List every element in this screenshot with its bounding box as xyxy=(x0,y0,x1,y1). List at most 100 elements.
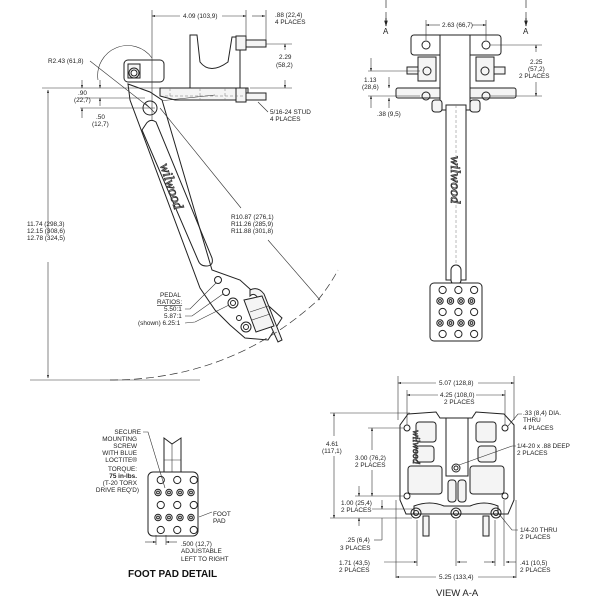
svg-text:1.71 (43,5): 1.71 (43,5) xyxy=(339,560,370,567)
foot-pad-hole xyxy=(187,488,195,497)
foot-pad-hole xyxy=(438,285,447,295)
svg-text:2 PLACES: 2 PLACES xyxy=(355,462,386,469)
svg-text:.90: .90 xyxy=(78,90,87,97)
svg-text:3.00 (76,2): 3.00 (76,2) xyxy=(355,455,386,462)
center-slot xyxy=(445,417,469,477)
base-pocket xyxy=(415,445,435,463)
svg-text:WITH BLUE: WITH BLUE xyxy=(102,450,137,457)
foot-pad-detail-holes xyxy=(154,475,198,535)
foot-pad-hole xyxy=(173,500,182,510)
screw-note: SECURE MOUNTING SCREW WITH BLUE LOCTITE®… xyxy=(96,429,166,494)
svg-text:5.25 (133,4): 5.25 (133,4) xyxy=(439,574,473,581)
foot-pad-hole xyxy=(454,307,463,317)
foot-pad-hole xyxy=(156,500,165,510)
svg-text:2 PLACES: 2 PLACES xyxy=(444,399,475,406)
svg-text:3 PLACES: 3 PLACES xyxy=(340,545,371,552)
svg-text:R2.43 (61,8): R2.43 (61,8) xyxy=(48,58,84,65)
side-view-dimensions: 4.09 (103,9) .88 (22,4) 4 PLACES 2.29 (5… xyxy=(27,10,321,379)
foot-pad-hole xyxy=(154,513,162,522)
svg-text:2 PLACES: 2 PLACES xyxy=(519,73,550,80)
svg-text:(117,1): (117,1) xyxy=(322,448,342,455)
foot-pad-hole xyxy=(446,319,455,327)
svg-text:5/16-24 STUD: 5/16-24 STUD xyxy=(270,109,311,116)
ratio-hole-3 xyxy=(227,297,239,309)
foot-pad-hole xyxy=(176,488,184,497)
foot-pad-hole xyxy=(189,475,198,485)
svg-text:12.15 (308,6): 12.15 (308,6) xyxy=(27,228,65,235)
svg-text:.38 (9,5): .38 (9,5) xyxy=(377,111,401,118)
svg-text:DRIVE REQ'D): DRIVE REQ'D) xyxy=(96,487,139,494)
svg-text:1.00 (25,4): 1.00 (25,4) xyxy=(341,500,372,507)
foot-pad-detail: SECURE MOUNTING SCREW WITH BLUE LOCTITE®… xyxy=(96,429,231,580)
ratio-hole-2 xyxy=(222,288,230,296)
svg-text:RATIOS:: RATIOS: xyxy=(157,299,182,306)
foot-pad-hole xyxy=(438,307,447,317)
foot-pad-hole xyxy=(176,513,184,522)
svg-text:R11.88 (301,8): R11.88 (301,8) xyxy=(231,228,273,235)
svg-text:4 PLACES: 4 PLACES xyxy=(523,425,554,432)
svg-text:4 PLACES: 4 PLACES xyxy=(275,19,306,26)
svg-text:R11.26 (285,9): R11.26 (285,9) xyxy=(231,221,273,228)
foot-pad-hole xyxy=(189,525,198,535)
base-pockets xyxy=(407,421,505,503)
svg-text:11.74 (298,3): 11.74 (298,3) xyxy=(27,221,65,228)
front-logo: wilwood xyxy=(447,156,462,204)
svg-text:5.87:1: 5.87:1 xyxy=(164,313,182,320)
svg-text:(shown) 6.25:1: (shown) 6.25:1 xyxy=(138,320,181,327)
svg-text:LEFT TO RIGHT: LEFT TO RIGHT xyxy=(181,556,229,563)
svg-text:.50: .50 xyxy=(96,114,105,121)
foot-pad-hole xyxy=(467,319,476,327)
foot-pad-hole xyxy=(454,285,463,295)
pedal-arm: wilwood xyxy=(127,83,283,343)
foot-pad-hole xyxy=(470,285,479,295)
base-pocket xyxy=(469,465,505,495)
mount-hole-br xyxy=(501,492,509,500)
foot-pad-hole xyxy=(470,329,479,339)
svg-text:SECURE: SECURE xyxy=(114,429,141,436)
view-aa: wilwood 5.07 (128,8) 4.25 (108,0) 2 PLAC… xyxy=(322,376,570,599)
svg-text:MOUNTING: MOUNTING xyxy=(102,436,137,443)
foot-pad-hole xyxy=(446,297,455,305)
foot-pad-hole xyxy=(436,297,444,305)
svg-text:TORQUE:: TORQUE: xyxy=(108,466,137,473)
svg-text:2.25: 2.25 xyxy=(530,59,543,66)
foot-pad-hole xyxy=(165,513,173,522)
base-pocket xyxy=(457,479,467,503)
base-pocket xyxy=(475,421,497,443)
svg-text:4.25 (108,0): 4.25 (108,0) xyxy=(440,392,474,399)
svg-text:2 PLACES: 2 PLACES xyxy=(520,567,551,574)
svg-text:2 PLACES: 2 PLACES xyxy=(520,534,551,541)
foot-pad-hole xyxy=(156,475,165,485)
svg-text:75 in-lbs.: 75 in-lbs. xyxy=(109,473,137,480)
pedal-travel-arc xyxy=(109,269,339,381)
side-view: wilwood 4.09 (103,9) xyxy=(27,10,339,381)
svg-text:1/4-20 THRU: 1/4-20 THRU xyxy=(520,527,558,534)
foot-pad-hole xyxy=(189,500,198,510)
svg-text:4 PLACES: 4 PLACES xyxy=(270,116,301,123)
foot-pad-detail-title: FOOT PAD DETAIL xyxy=(128,569,217,580)
foot-pad-hole xyxy=(436,319,444,327)
svg-text:4.61: 4.61 xyxy=(326,441,339,448)
svg-text:2.63 (66,7): 2.63 (66,7) xyxy=(442,22,473,29)
svg-text:ADJUSTABLE: ADJUSTABLE xyxy=(181,548,222,555)
foot-pad-holes xyxy=(436,285,479,339)
foot-pad-hole xyxy=(467,297,476,305)
base-pocket xyxy=(415,421,437,443)
foot-pad-hole xyxy=(154,488,162,497)
section-marker-left: A xyxy=(383,27,389,36)
svg-text:5.50:1: 5.50:1 xyxy=(164,306,182,313)
svg-text:2.29: 2.29 xyxy=(279,54,292,61)
svg-text:.25 (6,4): .25 (6,4) xyxy=(346,537,370,544)
svg-text:FOOT: FOOT xyxy=(213,511,231,518)
base-pocket xyxy=(477,445,497,463)
svg-text:R10.87 (276,1): R10.87 (276,1) xyxy=(231,214,274,221)
svg-text:(57,2): (57,2) xyxy=(528,66,545,73)
svg-text:2 PLACES: 2 PLACES xyxy=(517,450,548,457)
base-pocket xyxy=(407,465,443,495)
svg-text:5.07 (128,8): 5.07 (128,8) xyxy=(439,380,473,387)
foot-pad-hole xyxy=(457,297,465,305)
svg-text:SCREW: SCREW xyxy=(113,443,138,450)
svg-text:1.13: 1.13 xyxy=(364,77,377,84)
foot-pad-hole xyxy=(454,329,463,339)
ratio-hole-1 xyxy=(214,276,222,284)
